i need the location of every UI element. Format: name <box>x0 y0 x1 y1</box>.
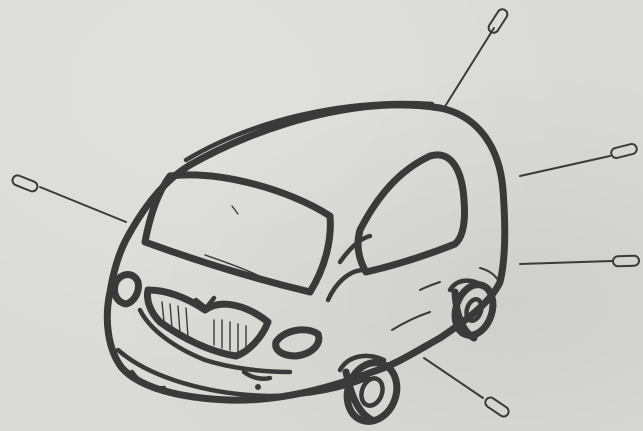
grille <box>148 290 269 356</box>
side-window <box>358 155 465 272</box>
windshield <box>145 175 330 292</box>
badge-dot <box>255 384 261 390</box>
pointer-left <box>11 174 126 222</box>
pointer-top <box>444 7 509 108</box>
pointer-right-upper <box>520 143 638 176</box>
pointer-right-lower <box>520 256 639 267</box>
pointer-bottom <box>424 358 511 418</box>
